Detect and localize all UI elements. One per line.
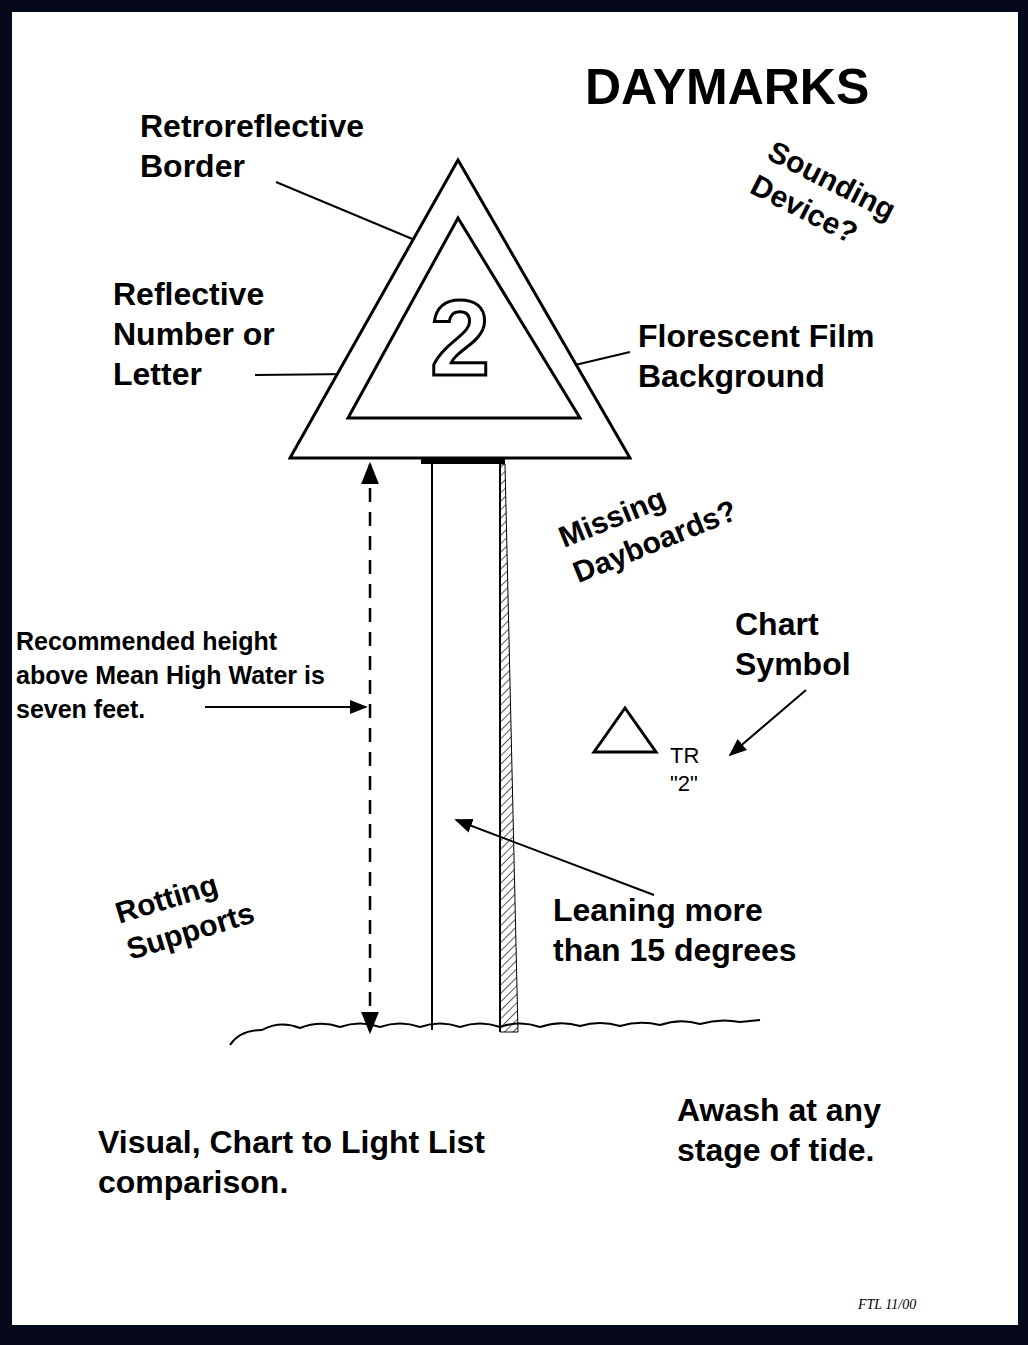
title: DAYMARKS: [585, 58, 869, 116]
chart-symbol: [594, 708, 656, 752]
callout-label: Florescent Film Background: [638, 316, 928, 396]
inspection-note: Awash at any stage of tide.: [677, 1090, 917, 1170]
dimension-note: Recommended height above Mean High Water…: [16, 624, 338, 726]
chart-number: "2": [670, 770, 698, 798]
inspection-note: Visual, Chart to Light List comparison.: [98, 1122, 498, 1202]
post-edge: [431, 462, 433, 1030]
water-line: [230, 1020, 760, 1045]
height-dimension: [369, 464, 372, 1032]
callout-label: Leaning more than 15 degrees: [553, 890, 828, 970]
chart-abbreviation: TR: [670, 742, 699, 770]
callout-label: Chart Symbol: [735, 604, 885, 684]
signature: FTL 11/00: [858, 1296, 916, 1314]
callout-label: Reflective Number or Letter: [113, 274, 318, 394]
leader-line: [276, 182, 434, 248]
leader-line: [205, 706, 366, 708]
leader-line: [730, 690, 806, 755]
callout-label: Retroreflective Border: [140, 106, 402, 186]
daymark-number: 2: [288, 284, 632, 392]
daymark-dayboard: 2: [288, 156, 632, 462]
leader-line: [456, 820, 654, 895]
post-shadow: [500, 464, 518, 1032]
